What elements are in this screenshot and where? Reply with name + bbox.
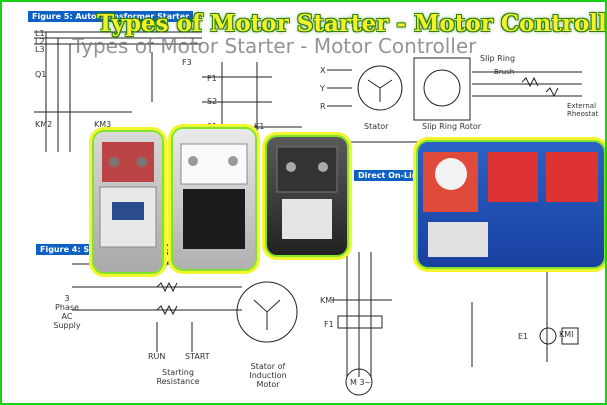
figure5-caption: Figure 5: Auto Transformer Starter (28, 11, 194, 22)
label-f1b: F1 (324, 320, 334, 329)
background-title: Types of Motor Starter - Motor Controlle… (72, 34, 477, 58)
label-stator: Stator (364, 122, 389, 131)
label-r: R (320, 102, 326, 111)
main-title: Types of Motor Starter - Motor Controlle… (97, 10, 607, 37)
label-start: START (185, 352, 210, 361)
label-slip-ring-rotor: Slip Ring Rotor (422, 122, 482, 131)
label-km3: KM3 (94, 120, 112, 129)
label-brush: Brush (494, 68, 515, 76)
label-l3: L3 (35, 45, 45, 54)
label-kmi: KMI (320, 296, 335, 305)
label-f3: F3 (182, 58, 192, 67)
label-s1: S1 (207, 122, 218, 131)
label-l2: L2 (35, 37, 45, 46)
label-supply: 3 Phase AC Supply (53, 294, 81, 330)
dol-caption: Direct On-Line Starter (354, 170, 462, 181)
label-km2: KM2 (35, 120, 53, 129)
contactor-photo-3 (267, 137, 347, 255)
label-slip-ring: Slip Ring (480, 54, 516, 63)
label-kmi2: KMI (559, 330, 574, 339)
label-l1: L1 (35, 29, 45, 38)
label-q1: Q1 (35, 70, 47, 79)
label-stator-induction: Stator of Induction Motor (249, 362, 287, 389)
star-delta-starter-photo (418, 142, 604, 267)
label-y: Y (320, 84, 325, 93)
label-m3: M 3~ (350, 378, 372, 387)
label-external-rheostat: External Rheostat (567, 102, 599, 118)
label-s2: S2 (207, 97, 218, 106)
label-x: X (320, 66, 326, 75)
label-f1: F1 (207, 74, 217, 83)
label-k1: K1 (254, 122, 265, 131)
label-run: RUN (148, 352, 166, 361)
contactor-photo-1 (94, 132, 162, 272)
contactor-photo-2 (173, 129, 255, 269)
label-starting-resistance: Starting Resistance (156, 368, 200, 386)
label-e1: E1 (518, 332, 529, 341)
